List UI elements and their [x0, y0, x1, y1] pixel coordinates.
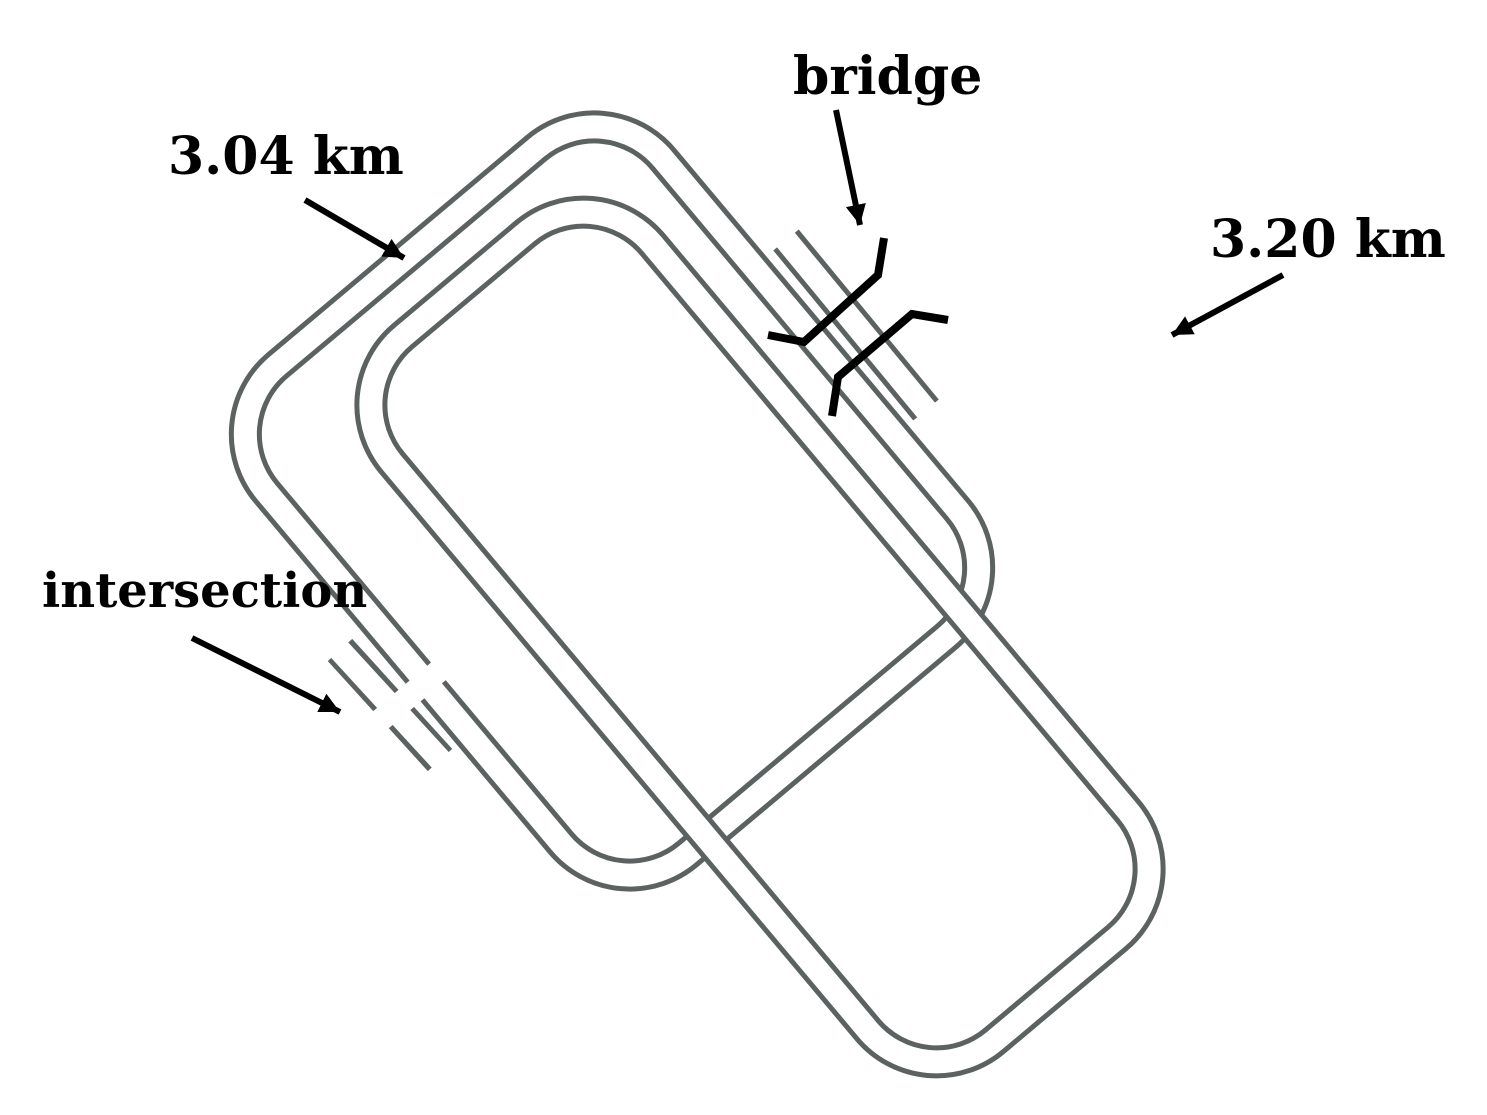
bridge-crossing	[767, 220, 949, 430]
track-a-arrow	[303, 197, 406, 261]
track-b-outer-edge	[354, 195, 1166, 1079]
track-b-arrow	[1170, 272, 1285, 338]
bridge-label: bridge	[793, 46, 982, 107]
intersection-label: intersection	[42, 563, 367, 619]
track-b-lane	[359, 200, 1161, 1074]
track-b-length-label: 3.20 km	[1210, 209, 1446, 270]
bridge-deck-lane	[767, 220, 945, 430]
intersection-road-lane-b	[337, 661, 448, 759]
track-b	[354, 195, 1166, 1079]
bridge-parapet-upper	[767, 237, 888, 347]
bridge-arrow	[833, 109, 866, 226]
bridge-parapet-lower	[828, 309, 949, 417]
intersection-crossing	[326, 637, 454, 773]
track-a-length-label: 3.04 km	[168, 126, 404, 187]
intersection-arrow	[190, 635, 342, 715]
